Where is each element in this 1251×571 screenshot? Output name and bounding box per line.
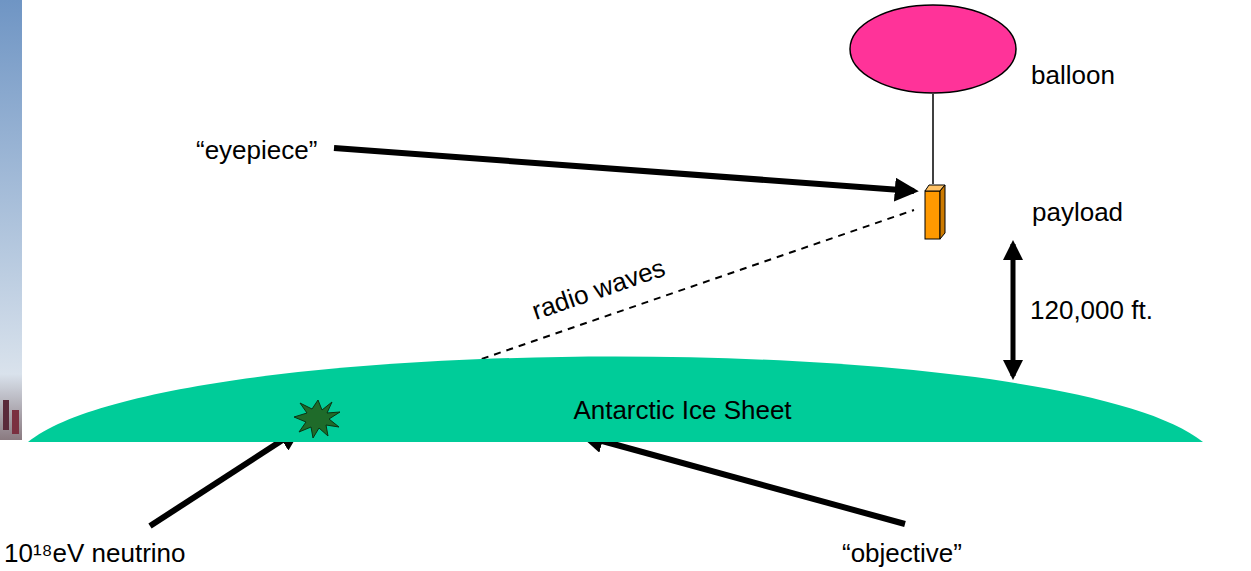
photo-figure: [12, 410, 19, 434]
callout-label: “eyepiece”: [196, 135, 317, 165]
pointer-arrow: [584, 436, 905, 524]
callout-label: 10¹⁸eV neutrino: [4, 538, 186, 568]
label-holder: 120,000 ft.: [1030, 295, 1153, 325]
label-holder: 10¹⁸eV neutrino: [4, 538, 186, 568]
tether-line: [932, 94, 934, 184]
node-label: balloon: [1031, 60, 1115, 90]
pointer-arrow: [150, 430, 298, 526]
balloon-node: balloon: [849, 4, 1115, 94]
photo-figure: [3, 400, 9, 430]
payload-front: [925, 191, 940, 239]
ice-fill: [28, 357, 1203, 443]
payload-box: [924, 184, 946, 240]
node-label: payload: [1032, 197, 1123, 227]
photo-strip: [0, 0, 22, 440]
payload-node: payload: [924, 184, 1123, 240]
wave-label: radio waves: [528, 252, 669, 326]
label-holder: “objective”: [842, 538, 962, 568]
ice-sheet: Antarctic Ice Sheet: [28, 356, 1203, 444]
node-label: Antarctic Ice Sheet: [573, 395, 791, 425]
dimension-arrow: [1011, 244, 1016, 376]
payload-side: [940, 185, 945, 239]
balloon-fill: [850, 5, 1016, 93]
label-holder: radio waves: [528, 252, 669, 326]
balloon-ellipse: [849, 4, 1017, 94]
dimension-label: 120,000 ft.: [1030, 295, 1153, 325]
callout-label: “objective”: [842, 538, 962, 568]
neutrino-burst: [294, 400, 340, 438]
label-holder: “eyepiece”: [196, 135, 317, 165]
pointer-arrow: [334, 148, 914, 191]
